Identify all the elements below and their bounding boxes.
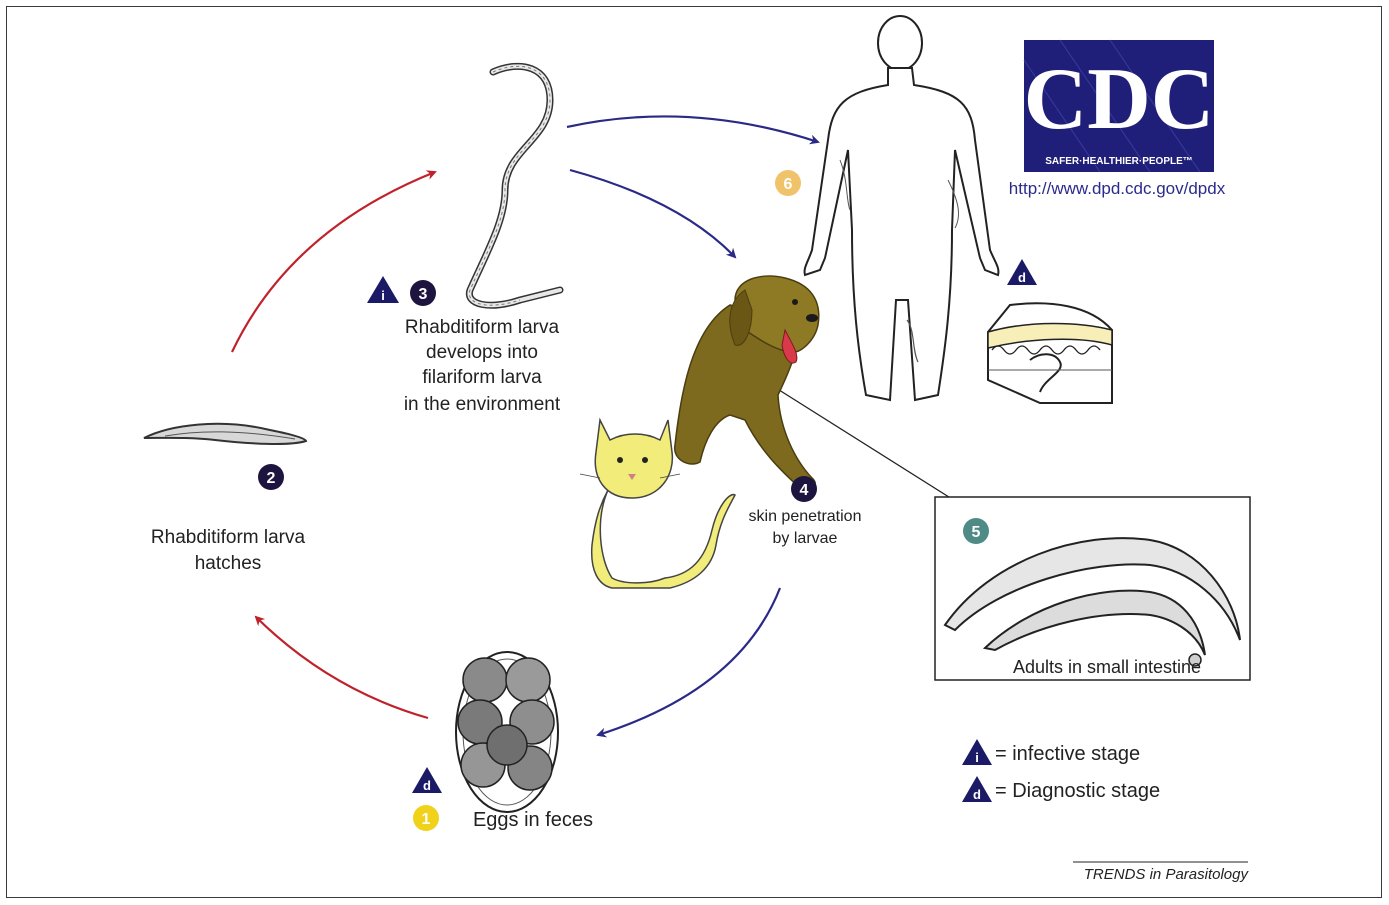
- stage-4-label-line-2: by larvae: [773, 530, 838, 547]
- diagnostic-badge-stage-1: d: [412, 767, 442, 793]
- legend-diagnostic-text: = Diagnostic stage: [995, 780, 1160, 802]
- arrow-dog-to-eggs: [598, 588, 780, 735]
- cdc-logo: CDC SAFER·HEALTHIER·PEOPLE™: [1024, 40, 1215, 172]
- skin-penetration-illustration: [988, 303, 1112, 403]
- stage-2-label-line-2: hatches: [195, 553, 262, 574]
- arrow-eggs-to-rhabditiform: [256, 617, 428, 718]
- stage-1-number: 1: [422, 811, 431, 828]
- stage-3-label-line-1: Rhabditiform larva: [405, 317, 560, 338]
- cdc-logo-text: CDC: [1024, 51, 1215, 148]
- stage-3-number: 3: [419, 286, 428, 303]
- cdc-url: http://www.dpd.cdc.gov/dpdx: [1009, 179, 1226, 198]
- svg-text:i: i: [975, 750, 979, 765]
- stage-3-label-line-2: develops into: [426, 342, 538, 363]
- infective-badge-stage-3: i: [367, 276, 399, 303]
- dog-host-illustration: [675, 276, 819, 489]
- stage-3-label-line-3: filariform larva: [422, 367, 542, 388]
- stage-6-number: 6: [784, 176, 793, 193]
- stage-1-label: Eggs in feces: [473, 809, 593, 831]
- stage-2-label-line-1: Rhabditiform larva: [151, 527, 306, 548]
- stage-5-label: Adults in small intestine: [1013, 657, 1201, 677]
- arrow-filariform-to-dog: [570, 170, 735, 257]
- cdc-tagline: SAFER·HEALTHIER·PEOPLE™: [1045, 156, 1193, 167]
- credit-text: TRENDS in Parasitology: [1084, 866, 1250, 883]
- svg-text:d: d: [423, 778, 431, 793]
- arrow-filariform-to-human: [567, 116, 818, 142]
- stage-2-number: 2: [267, 470, 276, 487]
- svg-text:d: d: [1018, 270, 1026, 285]
- svg-text:i: i: [381, 288, 385, 303]
- legend-infective-badge: i: [962, 739, 992, 765]
- stage-5-number: 5: [972, 524, 981, 541]
- cat-host-illustration: [580, 420, 735, 588]
- diagnostic-badge-skin: d: [1007, 259, 1037, 285]
- stage-4-number: 4: [800, 482, 809, 499]
- stage-3-label-line-4: in the environment: [404, 394, 561, 415]
- legend: i = infective stage d = Diagnostic stage: [962, 739, 1160, 802]
- filariform-larva-illustration: [469, 66, 560, 305]
- human-host-illustration: [805, 16, 999, 400]
- legend-infective-text: = infective stage: [995, 743, 1140, 765]
- rhabditiform-larva-illustration: [144, 424, 306, 444]
- stage-4-label-line-1: skin penetration: [749, 508, 862, 525]
- svg-text:d: d: [973, 787, 981, 802]
- egg-illustration: [456, 652, 558, 812]
- legend-diagnostic-badge: d: [962, 776, 992, 802]
